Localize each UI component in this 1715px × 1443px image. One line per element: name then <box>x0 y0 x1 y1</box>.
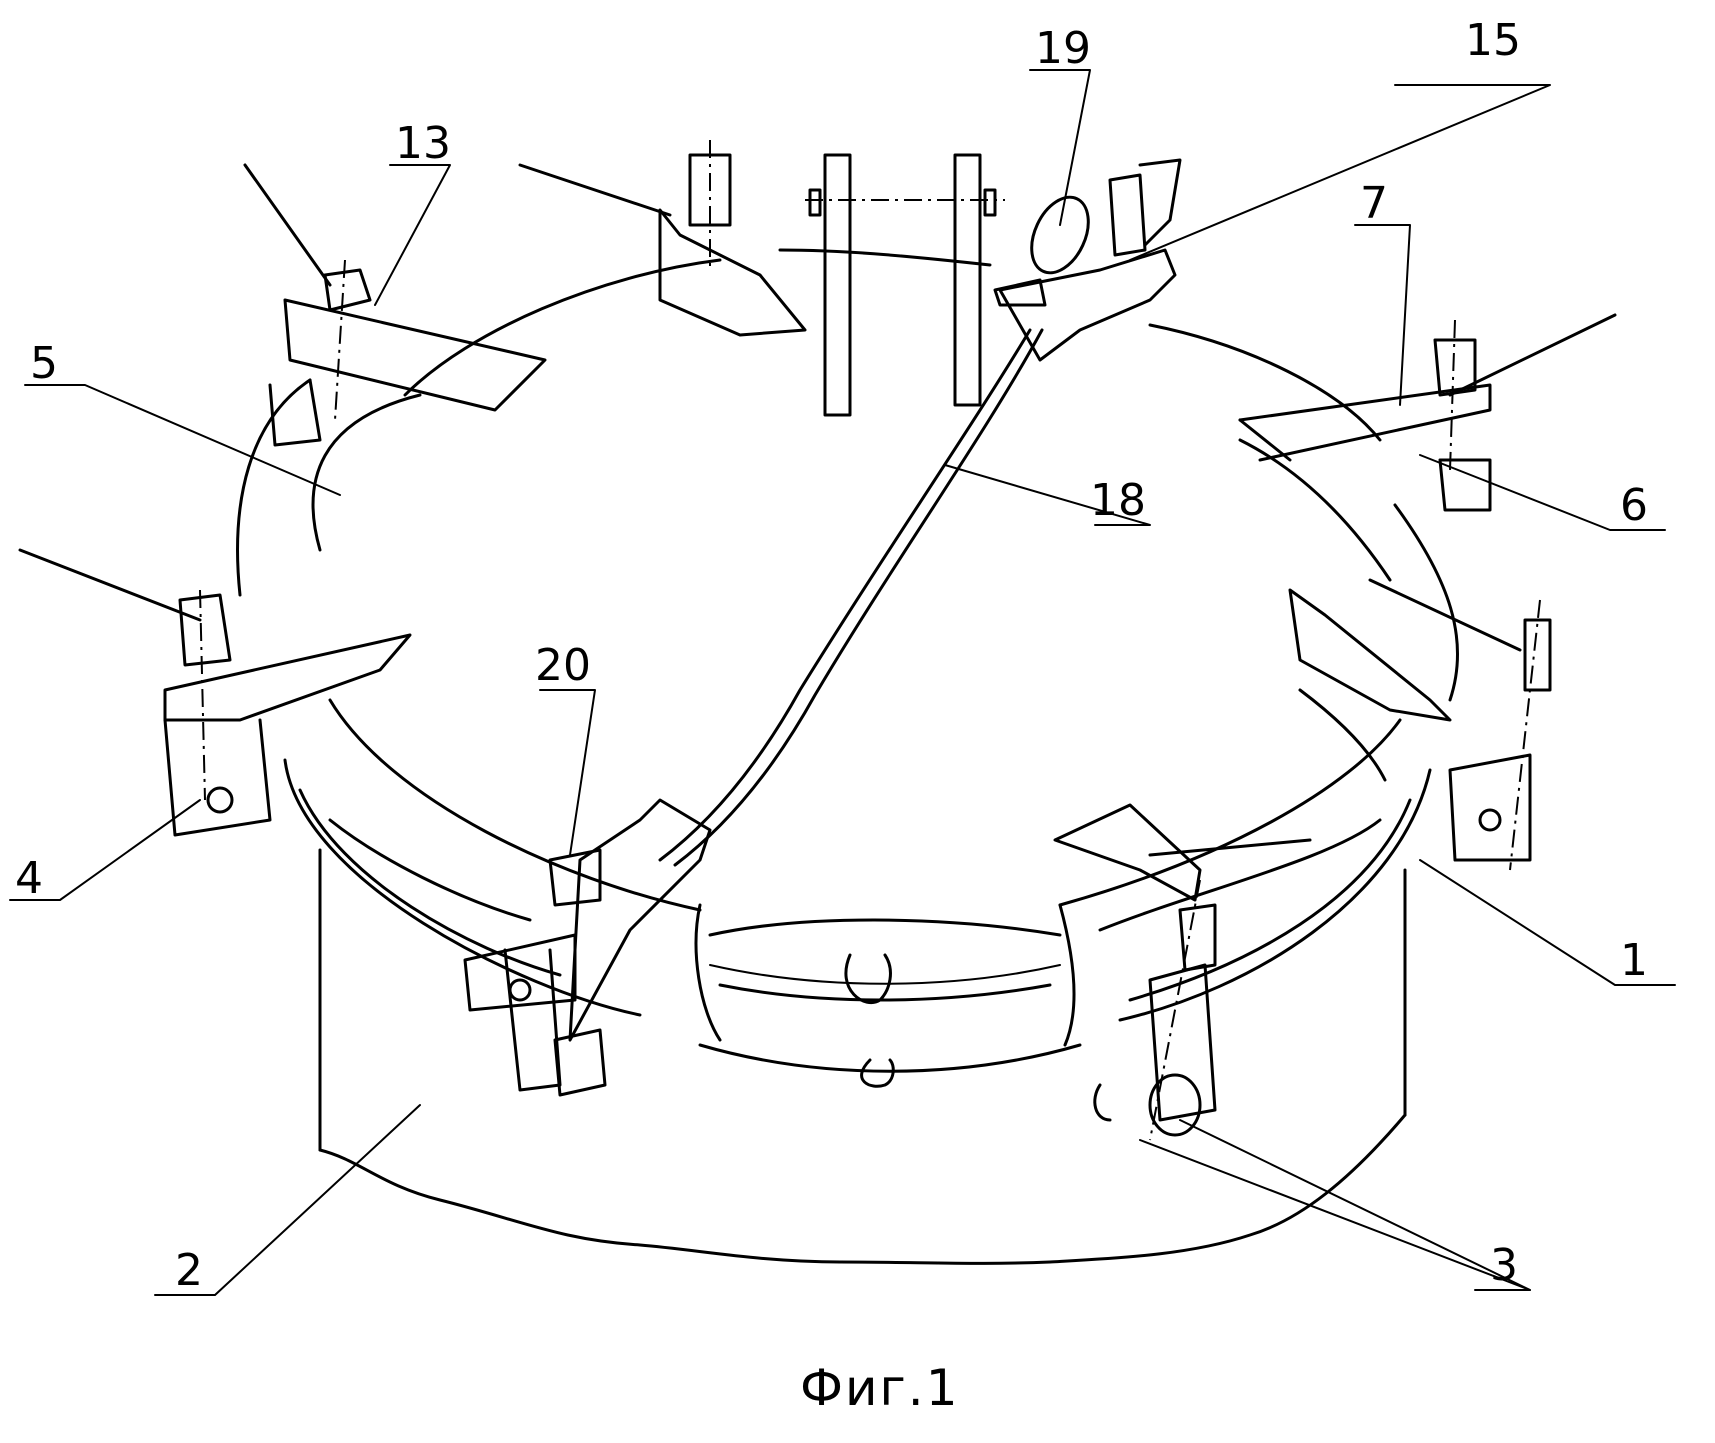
label-3: 3 <box>1490 1240 1518 1291</box>
label-1: 1 <box>1620 935 1648 986</box>
vessel-body <box>318 848 1407 1265</box>
label-4: 4 <box>15 853 43 904</box>
chain-18 <box>658 328 1044 867</box>
figure-caption: Фиг.1 <box>800 1359 960 1417</box>
label-6: 6 <box>1620 480 1648 531</box>
label-13: 13 <box>395 118 451 169</box>
hinge-bars <box>805 153 1005 417</box>
leader-lines <box>9 69 1676 1296</box>
reference-labels: 13 5 4 19 15 7 6 18 20 1 2 3 <box>15 15 1648 1296</box>
clamp-15 <box>993 158 1182 362</box>
label-7: 7 <box>1360 178 1388 229</box>
clamp-front-left <box>463 798 712 1097</box>
clamp-front-right <box>1053 803 1312 1141</box>
label-15: 15 <box>1465 15 1521 66</box>
clamp-right-middle <box>1288 578 1552 871</box>
label-5: 5 <box>30 338 58 389</box>
clamp-top-left <box>243 163 547 447</box>
label-2: 2 <box>175 1245 203 1296</box>
lid-cover <box>236 248 1460 912</box>
label-18: 18 <box>1090 475 1146 526</box>
label-20: 20 <box>535 640 591 691</box>
label-19: 19 <box>1035 23 1091 74</box>
flange-ring <box>283 758 1432 1088</box>
clamp-left <box>18 548 412 837</box>
clamp-top-center <box>518 140 807 337</box>
clamp-right <box>1238 313 1617 512</box>
